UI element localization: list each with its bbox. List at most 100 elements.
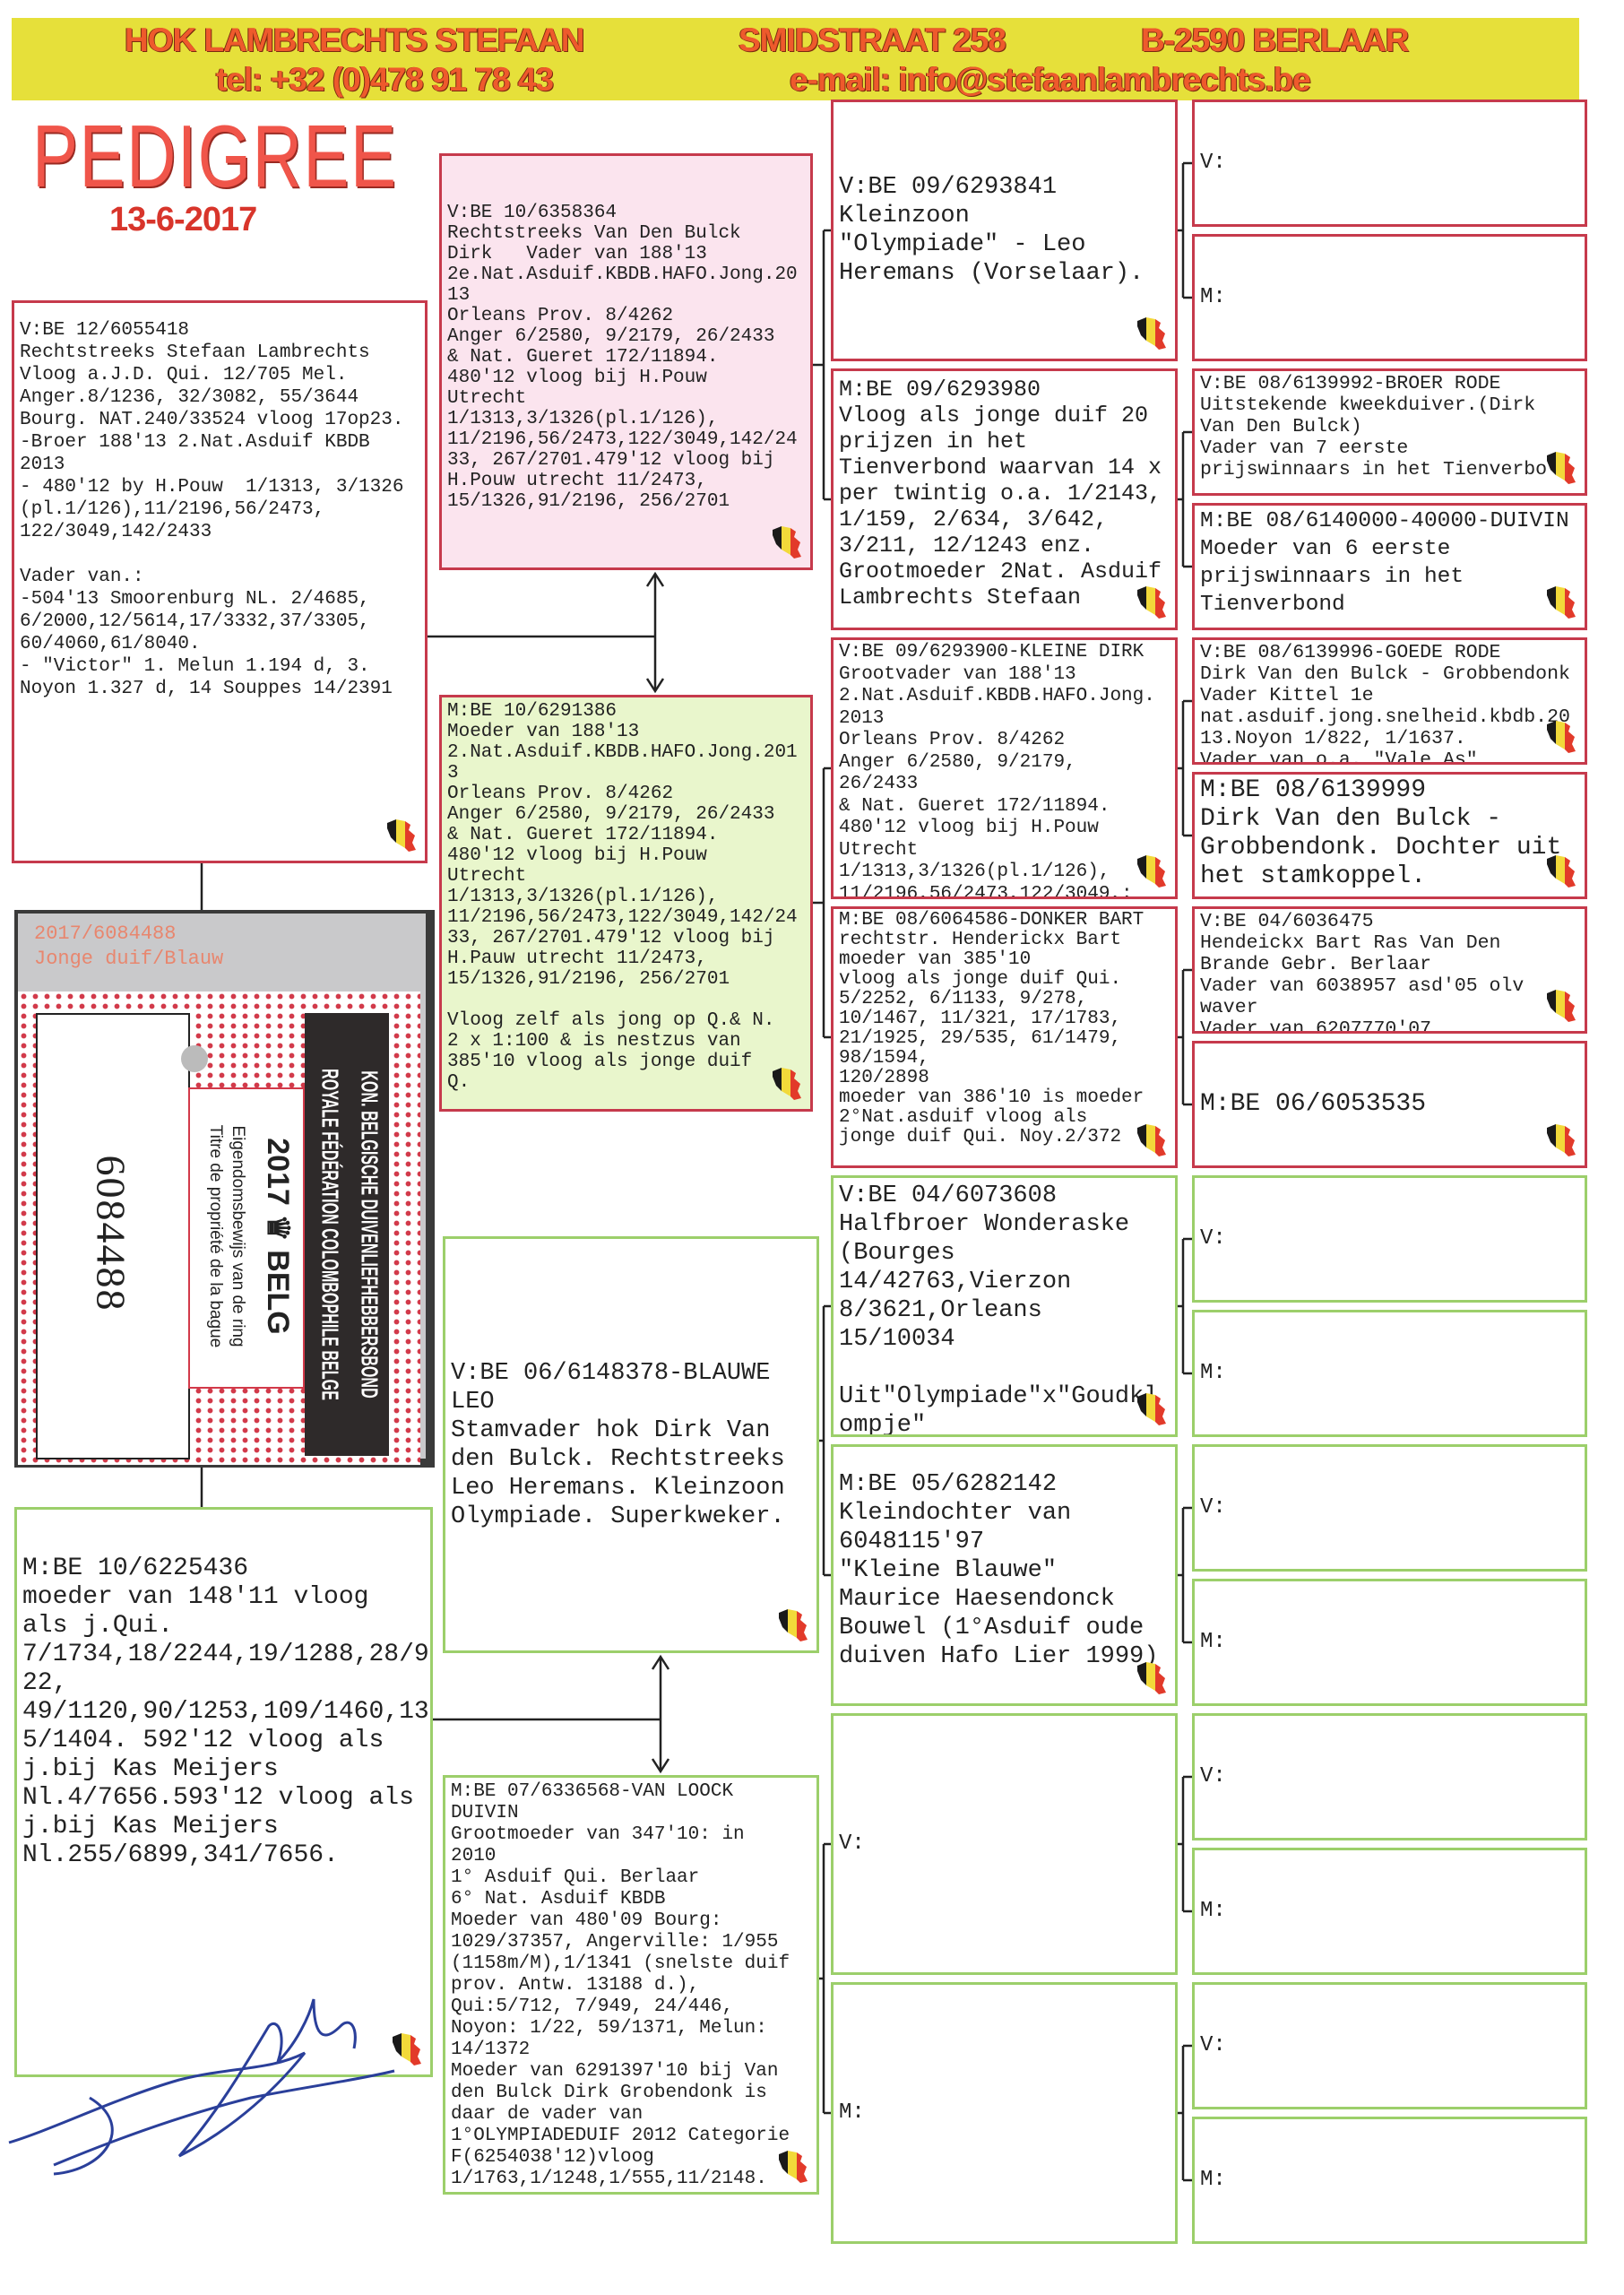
box-gen4-2: M: [1192, 234, 1587, 361]
box-gen3-7: V: [831, 1713, 1178, 1975]
page-title: PEDIGREE [32, 107, 398, 205]
pigeon-description: V: [1200, 1764, 1226, 1788]
pigeon-description: M: [1200, 1361, 1226, 1385]
ring-card: 2017/6084488 Jonge duif/Blauw 6084488 20… [14, 910, 435, 1468]
loft-email: e-mail: info@stefaanlambrechts.be [790, 61, 1311, 98]
arrowhead-icon [645, 571, 665, 587]
pigeon-description: M: [1200, 285, 1226, 309]
box-gen3-6: M:BE 05/6282142 Kleindochter van 6048115… [831, 1444, 1178, 1706]
loft-name: HOK LAMBRECHTS STEFAAN [125, 22, 584, 58]
box-dam-father: V:BE 06/6148378-BLAUWE LEO Stamvader hok… [443, 1236, 819, 1653]
pigeon-description: M:BE 10/6291386 Moeder van 188'13 2.Nat.… [447, 701, 798, 1093]
header-band [12, 18, 1579, 100]
box-gen4-12: M: [1192, 1579, 1587, 1706]
certificate-title-fr: Titre de propriété de la bague [206, 1124, 225, 1348]
belgium-flag-icon [391, 2030, 423, 2067]
pigeon-description: V:BE 06/6148378-BLAUWE LEO Stamvader hok… [451, 1359, 785, 1530]
box-gen4-13: V: [1192, 1713, 1587, 1840]
pigeon-description: M: [1200, 1630, 1226, 1654]
pigeon-description: V: [1200, 2033, 1226, 2057]
ring-number: 6084488 [88, 1155, 134, 1312]
signature [8, 1998, 395, 2176]
pigeon-description: M:BE 06/6053535 [1200, 1090, 1427, 1118]
loft-phone: tel: +32 (0)478 91 78 43 [216, 61, 554, 98]
belgium-flag-icon [777, 1606, 809, 1643]
box-gen3-1: V:BE 09/6293841 Kleinzoon "Olympiade" - … [831, 100, 1178, 361]
box-sire-mother: M:BE 10/6291386 Moeder van 188'13 2.Nat.… [439, 695, 813, 1112]
arrowhead-icon [651, 1758, 670, 1774]
box-gen3-5: V:BE 04/6073608 Halfbroer Wonderaske (Bo… [831, 1175, 1178, 1437]
ring-card-header: 2017/6084488 Jonge duif/Blauw 6084488 20… [18, 914, 426, 1465]
pigeon-description: V:BE 08/6139996-GOEDE RODE Dirk Van den … [1200, 642, 1570, 765]
punch-hole [181, 1045, 208, 1072]
belgium-flag-icon [777, 2147, 809, 2185]
box-gen4-8: M:BE 06/6053535 [1192, 1041, 1587, 1168]
belgium-flag-icon [385, 816, 418, 853]
box-sire: V:BE 12/6055418 Rechtstreeks Stefaan Lam… [12, 300, 428, 863]
belgium-flag-icon [1136, 1390, 1168, 1427]
box-gen4-14: M: [1192, 1848, 1587, 1975]
pigeon-description: V: [839, 1832, 865, 1856]
box-gen4-16: M: [1192, 2117, 1587, 2244]
belgium-flag-icon [1545, 986, 1577, 1024]
pigeon-description: M:BE 08/6139999 Dirk Van den Bulck - Gro… [1200, 776, 1562, 890]
box-dam: M:BE 10/6225436 moeder van 148'11 vloog … [14, 1507, 433, 2077]
pigeon-description: V: [1200, 1495, 1226, 1520]
pigeon-description: V:BE 09/6293841 Kleinzoon "Olympiade" - … [839, 174, 1145, 287]
ownership-certificate: 6084488 2017 ♛ BELG Eigendomsbewijs van … [18, 992, 420, 1465]
certificate-title-nl: Eigendomsbewijs van de ring [229, 1125, 247, 1347]
belgium-flag-icon [1136, 314, 1168, 351]
pigeon-description: M: [1200, 1899, 1226, 1923]
pigeon-description: M:BE 05/6282142 Kleindochter van 6048115… [839, 1471, 1159, 1670]
box-gen4-4: M:BE 08/6140000-40000-DUIVIN Moeder van … [1192, 503, 1587, 630]
belgium-flag-icon [771, 523, 803, 560]
pigeon-description: V:BE 08/6139992-BROER RODE Uitstekende k… [1200, 373, 1548, 481]
ring-number-label: 2017/6084488 [34, 922, 177, 945]
box-gen4-15: V: [1192, 1982, 1587, 2109]
pigeon-description: M: [839, 2100, 865, 2125]
box-gen4-5: V:BE 08/6139996-GOEDE RODE Dirk Van den … [1192, 637, 1587, 765]
arrowhead-icon [651, 1654, 670, 1670]
belgium-flag-icon [1545, 583, 1577, 620]
pigeon-description: M:BE 10/6225436 moeder van 148'11 vloog … [22, 1555, 429, 1869]
belgium-flag-icon [771, 1064, 803, 1102]
belgium-flag-icon [1136, 1658, 1168, 1696]
pigeon-description: M:BE 07/6336568-VAN LOOCK DUIVIN Grootmo… [451, 1781, 790, 2189]
pigeon-description: V: [1200, 1226, 1226, 1251]
box-gen3-4: M:BE 08/6064586-DONKER BART rechtstr. He… [831, 906, 1178, 1168]
loft-city: B-2590 BERLAAR [1141, 22, 1410, 58]
belgium-flag-icon [1545, 448, 1577, 486]
pigeon-description: V:BE 04/6073608 Halfbroer Wonderaske (Bo… [839, 1182, 1159, 1437]
pigeon-description: V:BE 10/6358364 Rechtstreeks Van Den Bul… [447, 203, 798, 512]
federation-band [305, 1013, 389, 1456]
pigeon-type-label: Jonge duif/Blauw [34, 948, 224, 970]
pigeon-description: M:BE 09/6293980 Vloog als jonge duif 20 … [839, 377, 1162, 611]
pigeon-description: V: [1200, 151, 1226, 175]
pigeon-description: V:BE 04/6036475 Hendeickx Bart Ras Van D… [1200, 911, 1525, 1034]
box-gen4-6: M:BE 08/6139999 Dirk Van den Bulck - Gro… [1192, 772, 1587, 899]
belgium-flag-icon [1136, 852, 1168, 889]
pigeon-description: V:BE 12/6055418 Rechtstreeks Stefaan Lam… [20, 320, 404, 699]
arrowhead-icon [645, 678, 665, 694]
ring-number-panel [36, 1013, 190, 1459]
belgium-flag-icon [1545, 852, 1577, 889]
year-country: 2017 ♛ BELG [261, 1138, 295, 1335]
belgium-flag-icon [1545, 717, 1577, 755]
box-gen4-1: V: [1192, 100, 1587, 227]
box-gen3-3: V:BE 09/6293900-KLEINE DIRK Grootvader v… [831, 637, 1178, 899]
certificate-label [188, 1087, 305, 1389]
federation-name-nl: KON. BELGISCHE DUIVENLIEFHEBBERSBOND [356, 1070, 384, 1399]
pedigree-date: 13-6-2017 [109, 201, 257, 238]
federation-name-fr: ROYALE FÉDÉRATION COLOMBOPHILE BELGE [316, 1069, 344, 1400]
belgium-flag-icon [1136, 1121, 1168, 1158]
pigeon-description: M:BE 08/6064586-DONKER BART rechtstr. He… [839, 910, 1145, 1148]
pigeon-description: M:BE 08/6140000-40000-DUIVIN Moeder van … [1200, 509, 1569, 617]
belgium-flag-icon [1545, 1121, 1577, 1158]
pigeon-description: M: [1200, 2168, 1226, 2192]
box-gen4-9: V: [1192, 1175, 1587, 1303]
box-gen3-2: M:BE 09/6293980 Vloog als jonge duif 20 … [831, 368, 1178, 630]
belgium-flag-icon [1136, 583, 1168, 620]
box-dam-mother: M:BE 07/6336568-VAN LOOCK DUIVIN Grootmo… [443, 1775, 819, 2195]
box-gen3-8: M: [831, 1982, 1178, 2244]
